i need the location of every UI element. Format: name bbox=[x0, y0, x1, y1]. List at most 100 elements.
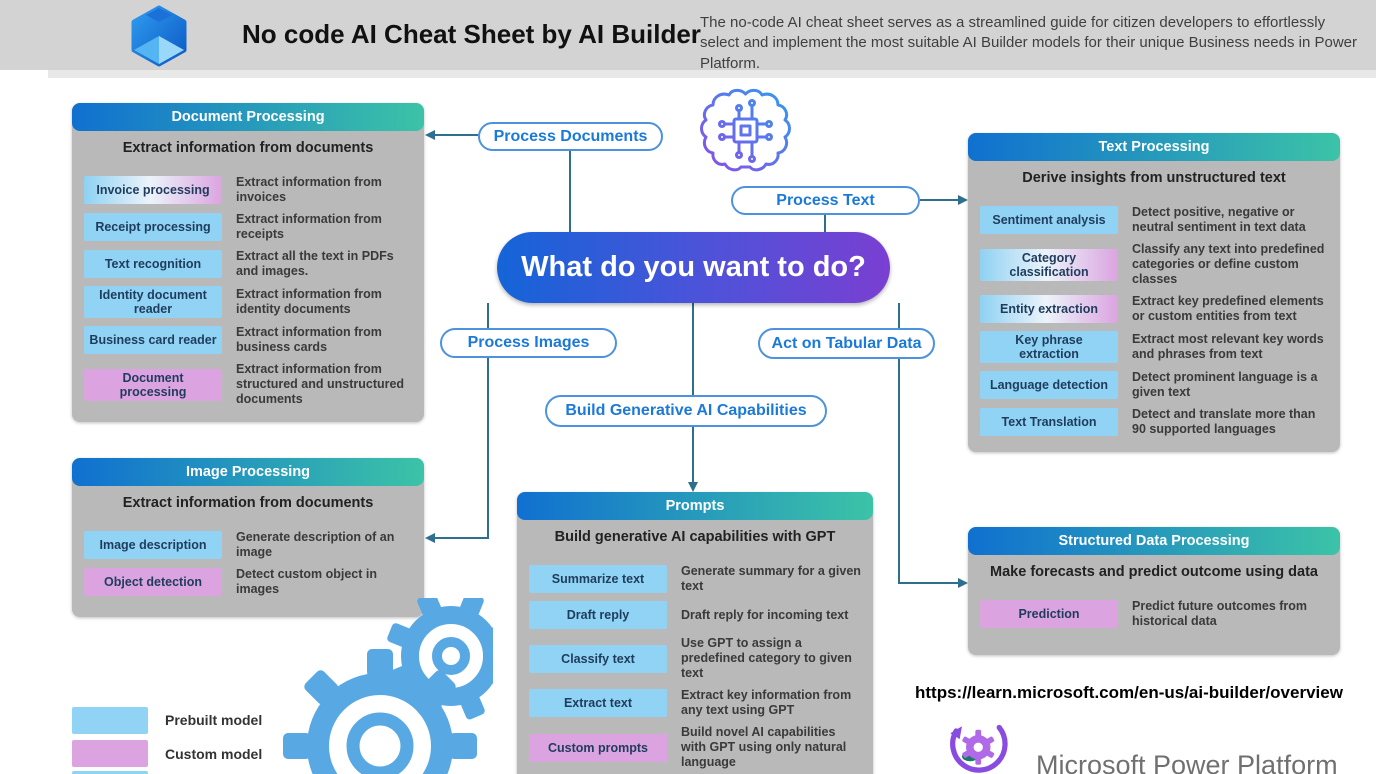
connector-line bbox=[434, 537, 489, 539]
power-platform-brand-text: Microsoft Power Platform bbox=[1036, 750, 1338, 774]
page-title: No code AI Cheat Sheet by AI Builder bbox=[242, 19, 701, 49]
branch-pill-build-generative-ai: Build Generative AI Capabilities bbox=[545, 395, 827, 427]
branch-pill-act-on-tabular-data: Act on Tabular Data bbox=[758, 328, 935, 359]
branch-pill-process-images: Process Images bbox=[440, 328, 617, 358]
model-chip: Receipt processing bbox=[84, 213, 222, 241]
ai-builder-logo-icon bbox=[127, 5, 191, 72]
model-chip: Summarize text bbox=[529, 565, 667, 593]
model-chip: Draft reply bbox=[529, 601, 667, 629]
model-chip: Language detection bbox=[980, 371, 1118, 399]
model-row: Invoice processing Extract information f… bbox=[84, 175, 412, 205]
model-chip: Sentiment analysis bbox=[980, 206, 1118, 234]
connector-line bbox=[487, 303, 489, 539]
model-chip: Identity document reader bbox=[84, 286, 222, 318]
model-description: Predict future outcomes from historical … bbox=[1132, 599, 1308, 628]
header-shadow-strip bbox=[48, 70, 1376, 78]
header-band bbox=[0, 0, 1376, 70]
model-row: Draft reply Draft reply for incoming tex… bbox=[529, 601, 861, 629]
arrow-down-icon bbox=[688, 482, 698, 492]
connector-line bbox=[434, 134, 478, 136]
arrow-right-icon bbox=[958, 195, 968, 205]
box-subtitle: Extract information from documents bbox=[122, 495, 374, 511]
gears-icon bbox=[268, 592, 515, 774]
model-description: Generate summary for a given text bbox=[681, 564, 861, 593]
model-description: Classify any text into predefined catego… bbox=[1132, 242, 1325, 286]
legend-swatch-partial bbox=[72, 771, 148, 774]
model-row: Category classification Classify any tex… bbox=[980, 242, 1328, 287]
box-subtitle: Make forecasts and predict outcome using… bbox=[990, 564, 1318, 580]
model-description: Extract information from receipts bbox=[236, 212, 382, 241]
box-title: Image Processing bbox=[72, 458, 424, 486]
arrow-right-icon bbox=[958, 578, 968, 588]
model-description: Detect and translate more than 90 suppor… bbox=[1132, 407, 1316, 436]
model-chip: Key phrase extraction bbox=[980, 331, 1118, 363]
model-chip: Category classification bbox=[980, 248, 1118, 281]
model-description: Build novel AI capabilities with GPT usi… bbox=[681, 725, 847, 769]
model-row: Receipt processing Extract information f… bbox=[84, 212, 412, 242]
model-chip: Text Translation bbox=[980, 408, 1118, 436]
page-description: The no-code AI cheat sheet serves as a s… bbox=[700, 14, 1358, 72]
model-description: Generate description of an image bbox=[236, 530, 395, 559]
box-title: Document Processing bbox=[72, 103, 424, 131]
model-row: Text Translation Detect and translate mo… bbox=[980, 407, 1328, 437]
prompts-box: Prompts Build generative AI capabilities… bbox=[517, 492, 873, 774]
model-row: Object detection Detect custom object in… bbox=[84, 567, 412, 597]
model-chip: Classify text bbox=[529, 644, 667, 673]
model-description: Extract all the text in PDFs and images. bbox=[236, 249, 394, 278]
model-description: Extract information from identity docume… bbox=[236, 287, 382, 316]
connector-line bbox=[898, 303, 900, 584]
model-row: Language detection Detect prominent lang… bbox=[980, 370, 1328, 400]
model-row: Business card reader Extract information… bbox=[84, 325, 412, 355]
ai-brain-circuit-icon bbox=[698, 86, 793, 181]
model-row: Extract text Extract key information fro… bbox=[529, 688, 861, 718]
model-row: Identity document reader Extract informa… bbox=[84, 286, 412, 318]
box-subtitle: Build generative AI capabilities with GP… bbox=[554, 529, 836, 545]
model-description: Detect custom object in images bbox=[236, 567, 377, 596]
legend-swatch-custom bbox=[72, 740, 148, 767]
model-chip: Custom prompts bbox=[529, 733, 667, 762]
model-chip: Document processing bbox=[84, 368, 222, 401]
legend-label-custom: Custom model bbox=[165, 746, 263, 762]
box-title: Text Processing bbox=[968, 133, 1340, 161]
model-description: Draft reply for incoming text bbox=[681, 607, 849, 622]
connector-line bbox=[692, 303, 694, 482]
text-processing-box: Text Processing Derive insights from uns… bbox=[968, 133, 1340, 452]
connector-line bbox=[569, 151, 571, 232]
model-row: Key phrase extraction Extract most relev… bbox=[980, 331, 1328, 363]
model-description: Extract information from structured and … bbox=[236, 362, 405, 406]
model-chip: Text recognition bbox=[84, 250, 222, 278]
model-row: Text recognition Extract all the text in… bbox=[84, 249, 412, 279]
connector-line bbox=[899, 582, 958, 584]
arrow-left-icon bbox=[425, 130, 435, 140]
model-description: Detect positive, negative or neutral sen… bbox=[1132, 205, 1306, 234]
box-title: Structured Data Processing bbox=[968, 527, 1340, 555]
document-processing-box: Document Processing Extract information … bbox=[72, 103, 424, 422]
model-row: Classify text Use GPT to assign a predef… bbox=[529, 636, 861, 681]
branch-pill-process-documents: Process Documents bbox=[478, 122, 663, 151]
model-description: Extract key predefined elements or custo… bbox=[1132, 294, 1324, 323]
model-description: Extract key information from any text us… bbox=[681, 688, 852, 717]
model-description: Detect prominent language is a given tex… bbox=[1132, 370, 1318, 399]
central-question-node: What do you want to do? bbox=[497, 232, 890, 303]
legend-swatch-prebuilt bbox=[72, 707, 148, 734]
model-chip: Object detection bbox=[84, 568, 222, 596]
power-platform-logo bbox=[915, 710, 1045, 774]
model-chip: Extract text bbox=[529, 689, 667, 717]
model-row: Entity extraction Extract key predefined… bbox=[980, 294, 1328, 324]
connector-line bbox=[824, 215, 826, 232]
model-row: Custom prompts Build novel AI capabiliti… bbox=[529, 725, 861, 770]
model-row: Prediction Predict future outcomes from … bbox=[980, 599, 1328, 629]
connector-line bbox=[920, 199, 958, 201]
model-description: Use GPT to assign a predefined category … bbox=[681, 636, 852, 680]
model-description: Extract information from business cards bbox=[236, 325, 382, 354]
box-subtitle: Extract information from documents bbox=[122, 140, 374, 156]
structured-data-processing-box: Structured Data Processing Make forecast… bbox=[968, 527, 1340, 655]
model-row: Image description Generate description o… bbox=[84, 530, 412, 560]
model-description: Extract most relevant key words and phra… bbox=[1132, 332, 1324, 361]
box-title: Prompts bbox=[517, 492, 873, 520]
box-subtitle: Derive insights from unstructured text bbox=[1022, 170, 1286, 186]
branch-pill-process-text: Process Text bbox=[731, 186, 920, 215]
model-chip: Image description bbox=[84, 531, 222, 559]
model-chip: Prediction bbox=[980, 600, 1118, 628]
